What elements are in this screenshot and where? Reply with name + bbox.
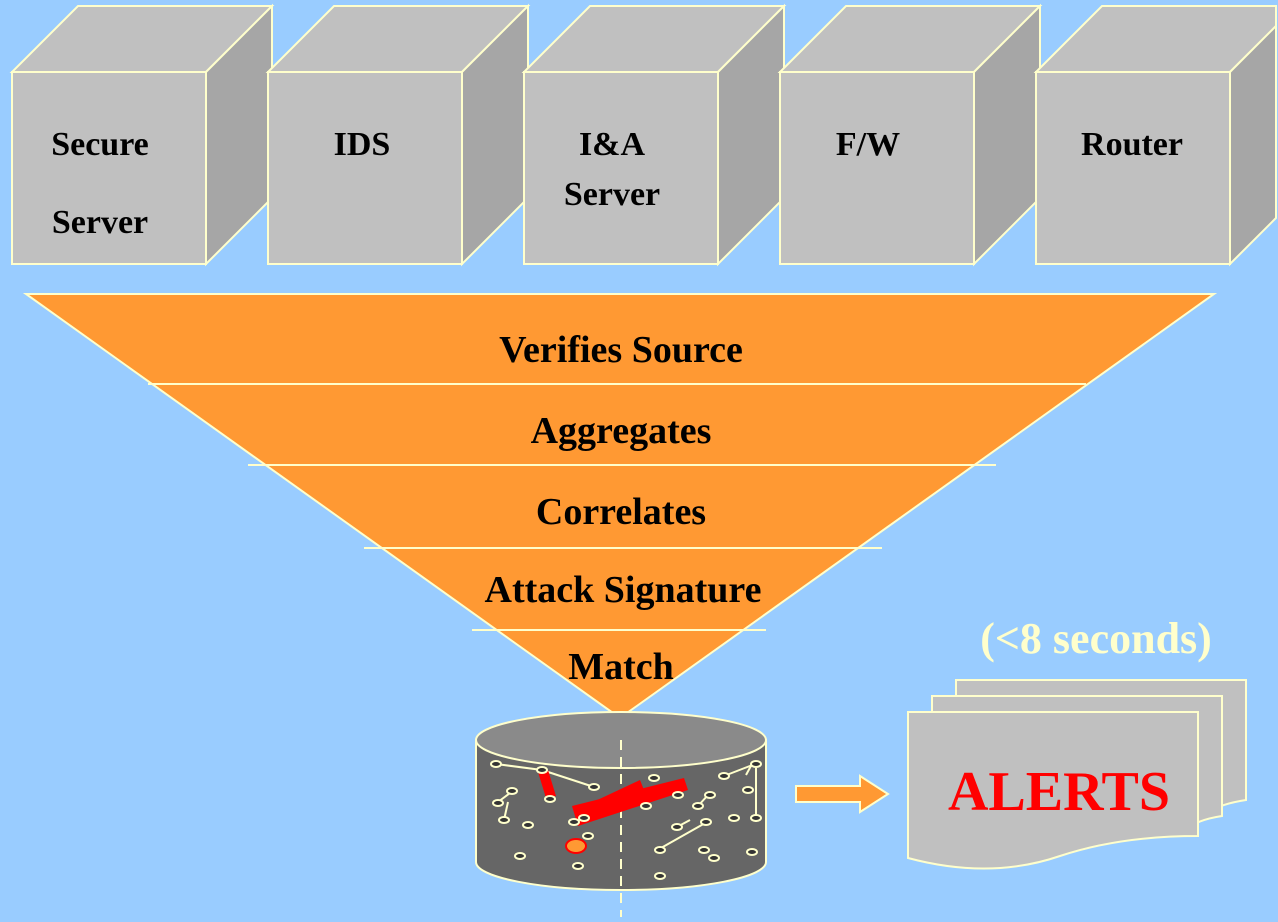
source-label-line-1: F/W [836, 126, 900, 163]
source-label-line-1: Router [1081, 126, 1183, 163]
correlation-database [475, 711, 767, 917]
source-label-line-2: Server [564, 176, 660, 213]
source-label-line-1: I&A [579, 126, 646, 163]
source-label-line-1: IDS [334, 126, 391, 163]
right-arrow-icon [795, 774, 890, 814]
output-arrow [795, 774, 890, 814]
source-box-ia-server: I&A Server [521, 3, 787, 267]
source-label-line-1: Secure [51, 126, 149, 163]
funnel-icon [22, 293, 1218, 720]
timing-label: (<8 seconds) [980, 614, 1212, 663]
attack-path-highlight [538, 770, 688, 826]
funnel-stage-label: Correlates [536, 491, 706, 533]
matched-node [565, 838, 587, 854]
graph-nodes [490, 760, 762, 880]
source-box-secure-server: Secure Server [9, 3, 275, 267]
funnel-stage-label: Aggregates [531, 410, 712, 452]
funnel-stage-label: Verifies Source [499, 329, 743, 371]
source-box-fw: F/W [777, 3, 1043, 267]
funnel-stage-label: Attack Signature [485, 569, 762, 611]
source-label-line-2: Server [52, 204, 148, 241]
alerts-document-stack: ALERTS [907, 679, 1247, 870]
funnel-stage-label: Match [568, 646, 674, 688]
alerts-label: ALERTS [948, 761, 1170, 823]
source-box-router: Router [1033, 5, 1277, 267]
source-box-ids: IDS [265, 3, 531, 267]
processing-funnel: Verifies Source Aggregates Correlates At… [22, 293, 1218, 720]
